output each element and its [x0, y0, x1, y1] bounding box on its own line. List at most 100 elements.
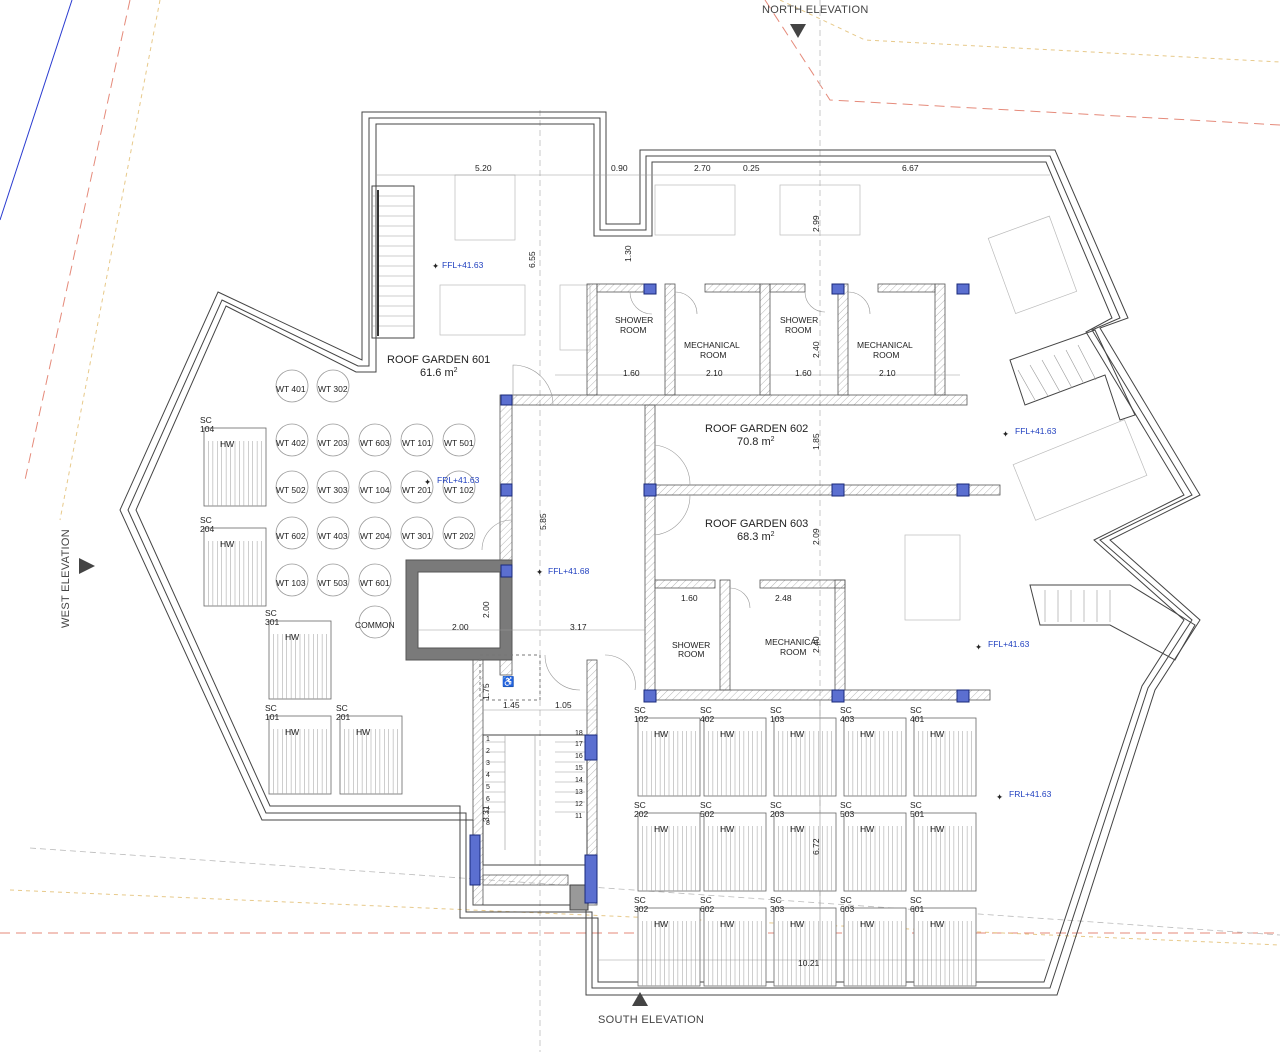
hot-water-label: HW [654, 824, 668, 834]
solar-collector-label: SC [200, 515, 212, 525]
doors [481, 291, 871, 691]
hot-water-label: HW [790, 729, 804, 739]
solar-collector-number: 502 [700, 809, 714, 819]
dimension-label: 6.67 [902, 163, 919, 173]
mechanical-room-label: MECHANICAL [684, 340, 740, 350]
hot-water-label: HW [285, 632, 299, 642]
shower-room-label: SHOWER [780, 315, 818, 325]
stair-step-label: 6 [486, 796, 490, 803]
water-tank-label: WT 204 [360, 531, 390, 541]
level-label: FRL+41.63 [437, 475, 480, 485]
level-label: FFL+41.63 [1015, 426, 1057, 436]
roof-garden-602-area: 70.8 m2 [737, 436, 775, 448]
solar-collector-number: 601 [910, 904, 924, 914]
solar-collector-label: SC [700, 705, 712, 715]
stair-step-label: 12 [575, 801, 583, 808]
solar-collector-label: SC [634, 895, 646, 905]
shower-room-label: SHOWER [672, 640, 710, 650]
dimension-label: 2.09 [811, 528, 821, 545]
solar-collector-label: SC [336, 703, 348, 713]
dimension-label: 2.70 [694, 163, 711, 173]
roof-garden-603-area: 68.3 m2 [737, 531, 775, 543]
solar-collector-label: SC [700, 895, 712, 905]
stair-step-label: 1 [486, 736, 490, 743]
stair-step-label: 14 [575, 777, 583, 784]
mechanical-room-label: ROOM [873, 350, 899, 360]
hot-water-label: HW [790, 919, 804, 929]
north-arrow-icon [790, 24, 806, 38]
dimension-label: 0.90 [611, 163, 628, 173]
mechanical-room-label: MECHANICAL [765, 637, 821, 647]
stair-step-label: 4 [486, 772, 490, 779]
water-tank-label: WT 501 [444, 438, 474, 448]
water-tank-label: WT 403 [318, 531, 348, 541]
dimension-label: 1.60 [623, 368, 640, 378]
water-tank-label: WT 202 [444, 531, 474, 541]
west-arrow-icon [79, 558, 95, 574]
dimension-label: 2.00 [452, 622, 469, 632]
dimension-label: 3.31 [481, 805, 491, 822]
water-tank-label: WT 601 [360, 578, 390, 588]
water-tank-label: WT 303 [318, 485, 348, 495]
dimension-label: 1.45 [503, 700, 520, 710]
top-left-stair [371, 185, 415, 339]
hot-water-label: HW [930, 729, 944, 739]
solar-collector-number: 302 [634, 904, 648, 914]
dimension-label: 10.21 [798, 958, 820, 968]
hot-water-label: HW [720, 729, 734, 739]
water-tank-label: WT 603 [360, 438, 390, 448]
roof-garden-602-name: ROOF GARDEN 602 [705, 423, 808, 435]
solar-collector-label: SC [634, 800, 646, 810]
hot-water-label: HW [220, 439, 234, 449]
dimension-label: 5.20 [475, 163, 492, 173]
dimension-label: 2.48 [775, 593, 792, 603]
solar-collector-number: 203 [770, 809, 784, 819]
solar-collector-label: SC [840, 705, 852, 715]
shower-room-label: ROOM [678, 649, 704, 659]
water-tank-label: WT 102 [444, 485, 474, 495]
dimension-label: 2.10 [879, 368, 896, 378]
hot-water-label: HW [356, 727, 370, 737]
solar-collector-number: 602 [700, 904, 714, 914]
water-tank-label: WT 302 [318, 384, 348, 394]
stair-step-label: 2 [486, 748, 490, 755]
level-markers: ✦ FFL+41.63 ✦ FFL+41.63 ✦ FRL+41.63 ✦ FF… [424, 260, 1057, 802]
dimension-label: 2.00 [481, 601, 491, 618]
dimension-label: 3.17 [570, 622, 587, 632]
water-tank-label: WT 402 [276, 438, 306, 448]
solar-collector-number: 104 [200, 424, 214, 434]
dimension-label: 6.72 [811, 838, 821, 855]
solar-collector-label: SC [770, 895, 782, 905]
level-label: FFL+41.63 [988, 639, 1030, 649]
water-tank-label: WT 503 [318, 578, 348, 588]
solar-collector-number: 101 [265, 712, 279, 722]
dimension-label: 2.40 [811, 636, 821, 653]
solar-collectors: SC104HWSC204HWSC301HWSC101HWSC201HWSC102… [200, 415, 977, 987]
solar-collector-label: SC [265, 703, 277, 713]
stair-step-label: 16 [575, 753, 583, 760]
solar-collector-number: 402 [700, 714, 714, 724]
solar-collector-label: SC [200, 415, 212, 425]
stair-step-label: 17 [575, 741, 583, 748]
water-tanks: WT 401 WT 302 WT 402 WT 203 WT 603 WT 10… [275, 369, 476, 639]
hot-water-label: HW [860, 729, 874, 739]
stair-step-label: 5 [486, 784, 490, 791]
water-tank-label: WT 104 [360, 485, 390, 495]
columns [469, 283, 970, 904]
solar-collector-label: SC [770, 705, 782, 715]
shower-room-label: SHOWER [615, 315, 653, 325]
solar-collector-number: 204 [200, 524, 214, 534]
solar-collector-label: SC [910, 800, 922, 810]
water-tank-label: WT 203 [318, 438, 348, 448]
level-marker-icon: ✦ [996, 792, 1004, 802]
water-tank-label: WT 401 [276, 384, 306, 394]
hot-water-label: HW [654, 919, 668, 929]
dimension-label: 2.10 [706, 368, 723, 378]
water-tank-label: WT 301 [402, 531, 432, 541]
interior-walls [472, 283, 1001, 906]
room-labels: ROOF GARDEN 601 61.6 m2 ROOF GARDEN 602 … [387, 315, 913, 659]
dimensions: 5.20 0.90 2.70 0.25 6.67 6.55 1.30 2.99 … [376, 163, 1050, 968]
dimension-label: 0.25 [743, 163, 760, 173]
water-tank-label: WT 103 [276, 578, 306, 588]
